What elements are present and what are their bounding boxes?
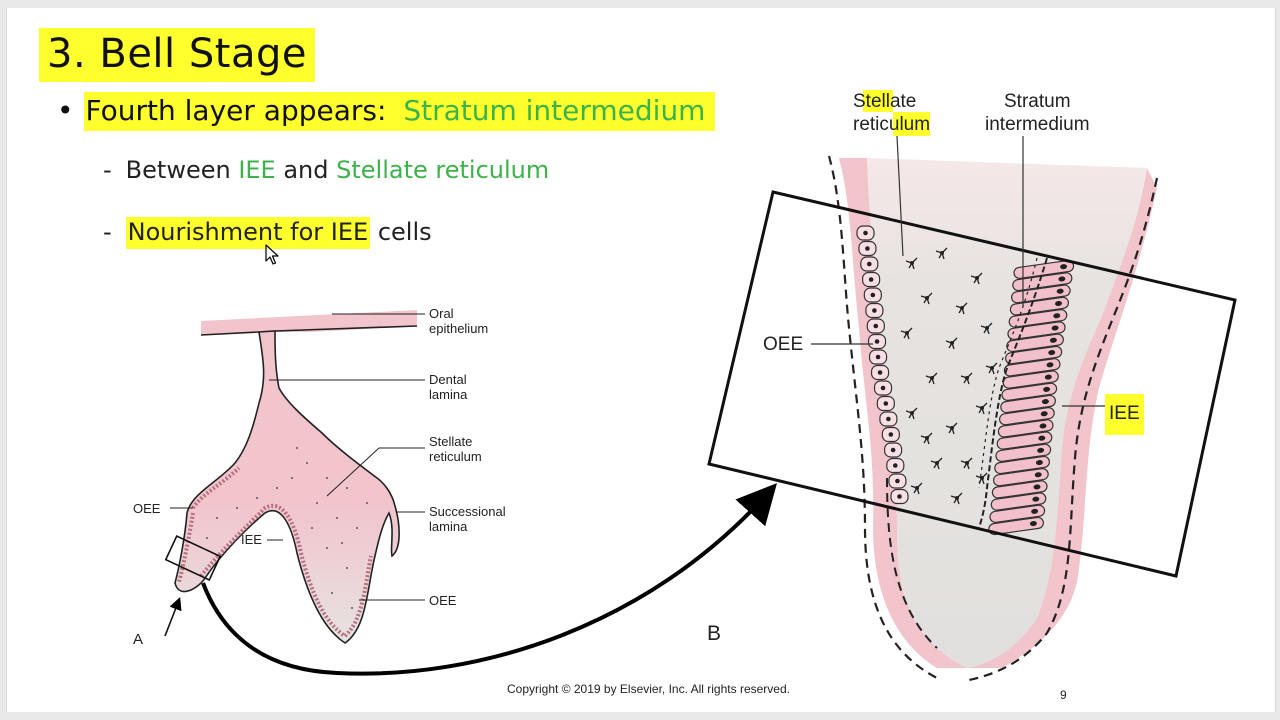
stellate-cell-body [910, 261, 914, 265]
sub-text: Between [125, 156, 239, 184]
sub-text: cells [370, 218, 432, 246]
oee-cell-nucleus [872, 308, 877, 313]
oee-cell-nucleus [890, 447, 896, 453]
iee-cell [997, 419, 1054, 438]
tooth-bell-stage-figure [164, 135, 1237, 682]
oee-cell-nucleus [875, 354, 881, 360]
stellate-cell-body [980, 406, 984, 410]
iee-cell [1005, 345, 1063, 365]
label-oee-a: OEE [133, 501, 161, 516]
bullet-text: Fourth layer appears: [83, 92, 398, 131]
label-oee-bottom: OEE [429, 593, 457, 608]
bullet-dot-icon: • [57, 94, 74, 127]
iee-cell [993, 468, 1049, 487]
page-number: 9 [1060, 688, 1067, 702]
label-oee-b: OEE [763, 334, 804, 355]
iee-cell [995, 443, 1052, 462]
mouse-cursor-icon [265, 244, 279, 265]
oee-cell-nucleus [865, 246, 870, 251]
sub-bullet-between: -Between IEE and Stellate reticulum [103, 156, 549, 184]
iee-cell [1007, 321, 1066, 340]
label-stellate-reticulum-a: Stellate reticulum [429, 434, 482, 464]
stellate-cell-body [950, 426, 954, 430]
sub-dash: - [103, 156, 112, 184]
oee-cell-nucleus [870, 292, 876, 298]
stellate-cell-body [910, 411, 914, 415]
stellate-cell-body [905, 331, 909, 335]
iee-cell [1008, 309, 1068, 328]
iee-cell [996, 431, 1053, 450]
iee-cell [1006, 333, 1064, 353]
iee-cell [1009, 296, 1070, 316]
oee-cell-nucleus [877, 370, 883, 375]
connecting-arrow [201, 483, 778, 676]
sub-term-iee: IEE [238, 156, 276, 184]
stellate-cell-body [925, 436, 929, 440]
stellate-cell-body [925, 296, 929, 300]
oee-cell-nucleus [873, 323, 879, 329]
stellate-cell-body [930, 376, 934, 380]
figure-b-drawing [707, 135, 1237, 682]
slide-title: 3. Bell Stage [39, 28, 315, 82]
figure-a-drawing [164, 310, 425, 644]
stellate-cell-body [950, 341, 954, 345]
iee-cell [1003, 358, 1061, 377]
slide: 3. Bell Stage • Fourth layer appears: Str… [6, 8, 1276, 712]
stellate-cell-body [980, 476, 984, 480]
stellate-cell-body [990, 366, 994, 370]
oee-cell-nucleus [886, 416, 891, 422]
sub-highlight-text: Nourishment for IEE [125, 217, 371, 249]
figure-letter-b: B [707, 622, 722, 645]
label-dental-lamina: Dental lamina [429, 372, 468, 402]
copyright-notice: Copyright © 2019 by Elsevier, Inc. All r… [507, 682, 790, 696]
sub-term-stellate: Stellate reticulum [336, 156, 550, 184]
label-successional-lamina: Successional lamina [429, 504, 506, 534]
stellate-cell-body [965, 376, 969, 380]
label-stellate-reticulum-b: Stellate reticulum [853, 90, 931, 136]
label-oral-epithelium: Oral epithelium [429, 306, 489, 336]
sub-dash: - [103, 218, 112, 246]
sub-text: and [275, 156, 337, 184]
oee-cell-nucleus [897, 494, 902, 499]
oee-cell-nucleus [888, 432, 894, 437]
iee-cell [1002, 370, 1059, 389]
bullet-highlight-term: Stratum intermedium [397, 92, 716, 131]
sub-bullet-nourishment: -Nourishment for IEE cells [103, 217, 432, 249]
oee-cell-nucleus [867, 261, 872, 267]
stellate-cell-body [955, 496, 959, 500]
oee-cell-nucleus [893, 463, 898, 468]
iee-cell [994, 455, 1050, 475]
oee-cell-nucleus [883, 401, 889, 406]
figure-letter-a: A [133, 631, 144, 648]
iee-cell [1000, 394, 1056, 414]
stellate-cell-body [940, 251, 944, 255]
oee-cell-nucleus [863, 230, 868, 236]
oee-cell-nucleus [874, 339, 880, 344]
stellate-cell-body [960, 306, 964, 310]
oee-cell-nucleus [895, 478, 900, 484]
iee-cell [1011, 284, 1071, 304]
iee-cell [990, 492, 1047, 511]
iee-cell [999, 407, 1055, 426]
stellate-cell-body [975, 276, 979, 280]
label-stratum-intermedium: Stratum intermedium [985, 91, 1090, 135]
stellate-cell-body [915, 486, 919, 490]
bullet-fourth-layer: • Fourth layer appears: Stratum intermedi… [57, 92, 716, 131]
stellate-cell-body [985, 326, 989, 330]
label-iee-a: IEE [241, 532, 262, 547]
stellate-cell-body [965, 461, 969, 465]
oee-cell-nucleus [880, 385, 886, 391]
label-iee-b: IEE [1105, 394, 1144, 435]
iee-cell [989, 504, 1046, 523]
iee-cell [991, 480, 1048, 499]
iee-cell [1001, 382, 1058, 401]
stellate-cell-body [935, 461, 939, 465]
oee-cell-nucleus [868, 277, 874, 282]
